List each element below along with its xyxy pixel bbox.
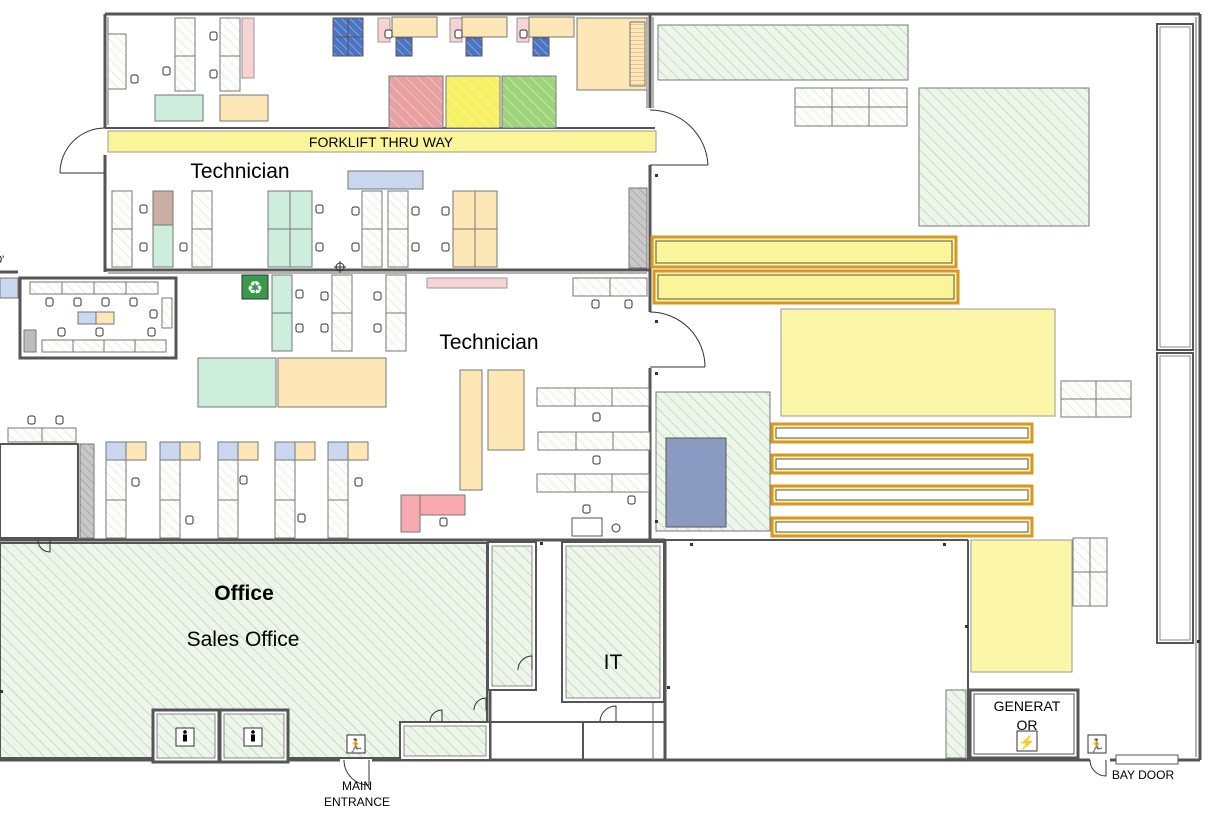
tech-mid-chairs	[295, 289, 633, 333]
restrooms	[175, 727, 263, 747]
tech-mid-right-desks	[400, 369, 651, 537]
it-label: IT	[604, 651, 623, 674]
doors-left	[59, 109, 709, 368]
wall-markers	[0, 174, 1200, 693]
forklift-label: FORKLIFT THRU WAY	[309, 134, 454, 150]
tech-top-chairs	[139, 204, 450, 252]
recycle-bin: ♻	[241, 274, 269, 300]
emergency-exit-icon: 🏃	[1089, 738, 1105, 753]
tech-mid-desks	[197, 274, 648, 408]
restroom-icon	[251, 730, 255, 742]
sales-office-label: Sales Office	[187, 628, 300, 651]
generator-label-2: OR	[1017, 717, 1038, 733]
technician-mid-label: Technician	[439, 331, 538, 354]
warehouse	[650, 24, 1132, 760]
restroom-icon	[183, 730, 187, 742]
recycle-icon: ♻	[247, 278, 263, 298]
technician-top-label: Technician	[190, 160, 289, 183]
generator-icon: ⚡	[1018, 734, 1035, 751]
tech-mid-right-chairs	[439, 412, 636, 533]
main-entrance: 🏃 MAIN ENTRANCE	[324, 734, 390, 809]
main-entrance-line1: MAIN	[342, 779, 372, 793]
it-area	[487, 541, 665, 760]
generator-room: GENERAT OR ⚡	[968, 688, 1080, 760]
office-label: Office	[214, 582, 274, 605]
main-entrance-line2: ENTRANCE	[324, 795, 390, 809]
top-chairs	[130, 29, 528, 84]
lower-left-chairs	[27, 415, 363, 525]
crosshair-marker	[334, 261, 346, 273]
bay-door: 🏃 BAY DOOR	[1087, 734, 1179, 782]
edge-fragment: 0'	[0, 254, 4, 266]
right-storage	[1156, 23, 1194, 644]
lower-left-workstations	[0, 427, 369, 539]
bay-door-label: BAY DOOR	[1112, 768, 1175, 782]
edge-box	[0, 277, 19, 299]
tech-top-desks	[111, 170, 648, 269]
emergency-exit-icon: 🏃	[348, 738, 364, 753]
generator-label-1: GENERAT	[994, 698, 1061, 714]
small-office	[18, 276, 178, 360]
small-office-chairs	[45, 297, 158, 337]
forklift-thru-way: FORKLIFT THRU WAY	[107, 130, 657, 153]
top-workstations	[107, 16, 648, 129]
walls	[0, 12, 1202, 762]
